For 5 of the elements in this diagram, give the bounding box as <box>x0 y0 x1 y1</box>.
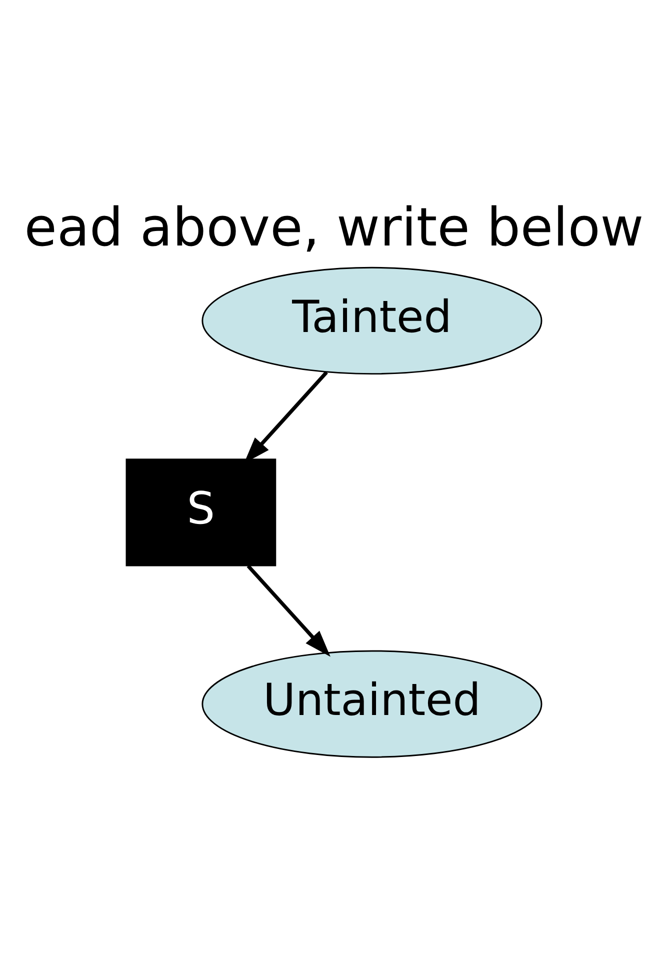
node-ellipse: Untainted <box>202 650 542 758</box>
diagram-title: ead above, write below <box>24 196 644 258</box>
node-box: S <box>126 458 276 566</box>
arrow <box>246 564 330 656</box>
node-ellipse: Tainted <box>202 266 542 374</box>
